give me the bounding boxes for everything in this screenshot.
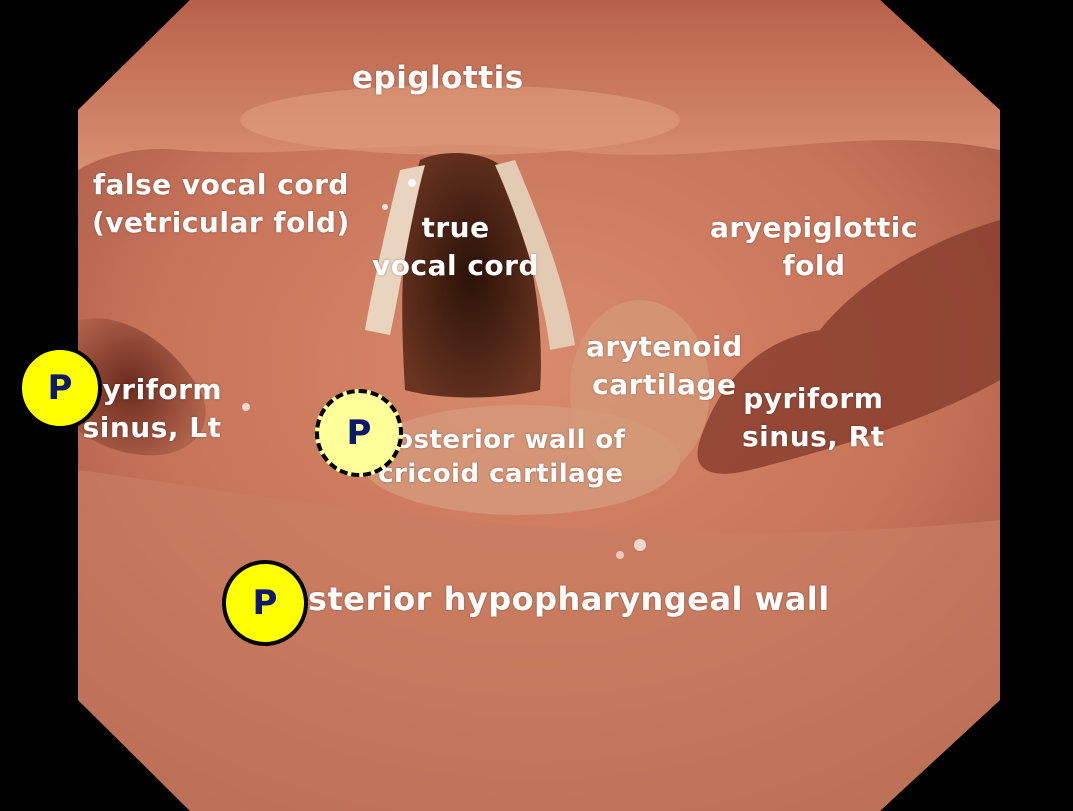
label-true-vocal-cord: true vocal cord — [372, 209, 539, 285]
left-sinus-shape — [78, 318, 206, 456]
label-false-vocal-cord-line1: false vocal cord — [92, 168, 349, 201]
label-true-vocal-cord-line1: true — [421, 211, 490, 244]
label-cricoid-line2: cricoid cartilage — [378, 459, 624, 489]
glottis-opening — [402, 153, 541, 398]
marker-left: P — [18, 346, 102, 430]
marker-center: P — [315, 389, 403, 477]
label-epiglottis-text: epiglottis — [352, 60, 524, 96]
label-epiglottis: epiglottis — [352, 59, 524, 97]
right-sinus-shape — [697, 220, 1000, 474]
hypopharyngeal-wall-shape — [78, 470, 1000, 811]
label-aryepiglottic-line2: fold — [782, 249, 846, 282]
label-false-vocal-cord: false vocal cord (vetricular fold) — [92, 166, 350, 242]
label-aryepiglottic-fold: aryepiglottic fold — [710, 209, 918, 285]
label-pyriform-lt-line2: sinus, Lt — [82, 411, 222, 444]
marker-left-letter: P — [47, 368, 73, 408]
marker-center-letter: P — [346, 413, 372, 453]
label-pyriform-sinus-rt: pyriform sinus, Rt — [742, 380, 885, 456]
label-pyriform-rt-line1: pyriform — [743, 382, 884, 415]
label-pyriform-rt-line2: sinus, Rt — [742, 420, 885, 453]
label-pyriform-sinus-lt: pyriform sinus, Lt — [82, 371, 222, 447]
marker-bottom: P — [222, 560, 308, 646]
label-pyriform-lt-line1: pyriform — [82, 373, 223, 406]
label-cricoid-line1: posterior wall of — [376, 425, 626, 455]
label-true-vocal-cord-line2: vocal cord — [372, 249, 540, 282]
label-posterior-hypopharyngeal-wall: posterior hypopharyngeal wall — [262, 580, 830, 618]
label-cricoid-cartilage: posterior wall of cricoid cartilage — [376, 423, 626, 491]
label-aryepiglottic-line1: aryepiglottic — [710, 211, 918, 244]
label-arytenoid-cartilage: arytenoid cartilage — [586, 328, 743, 404]
label-arytenoid-line2: cartilage — [592, 368, 737, 401]
right-vocal-cord — [495, 160, 575, 350]
marker-bottom-letter: P — [252, 583, 278, 623]
left-vocal-cord — [365, 165, 425, 335]
label-arytenoid-line1: arytenoid — [586, 330, 743, 363]
label-hypo-text: posterior hypopharyngeal wall — [262, 580, 830, 618]
label-false-vocal-cord-line2: (vetricular fold) — [92, 206, 350, 239]
